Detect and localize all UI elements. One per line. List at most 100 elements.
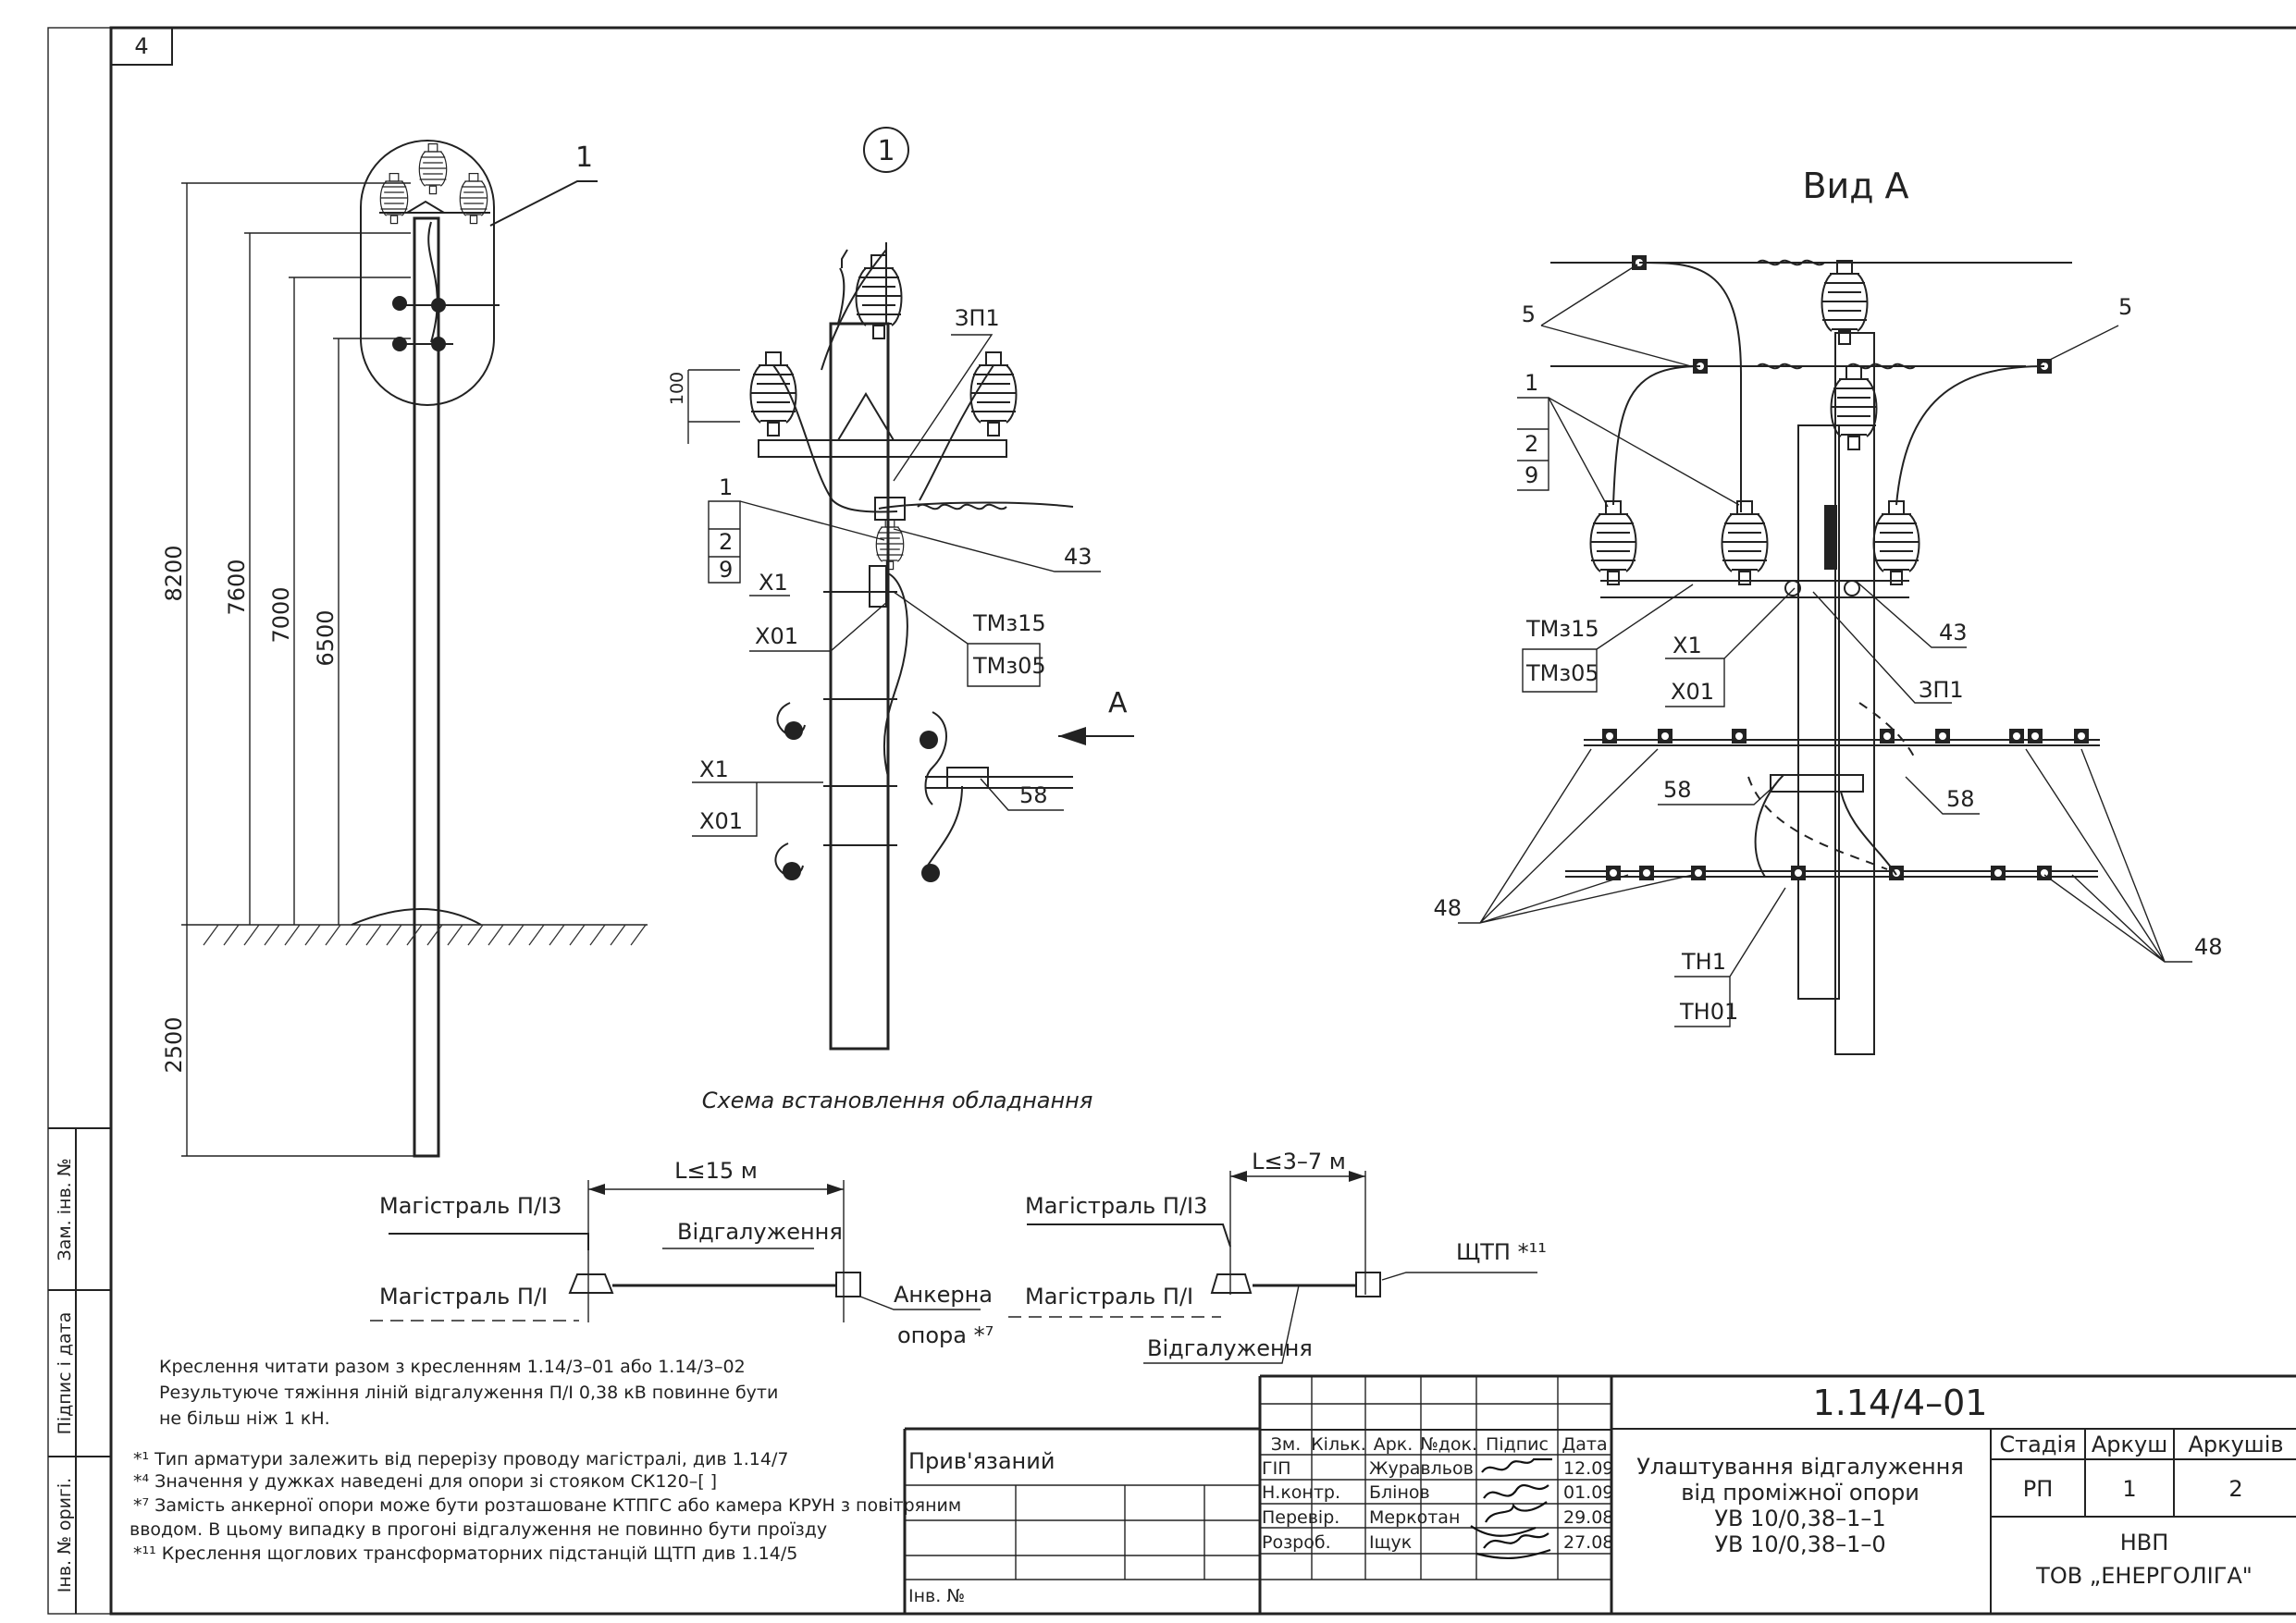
tb-header: Підпис bbox=[1486, 1434, 1549, 1455]
wire-clamp bbox=[1880, 729, 1895, 744]
privyazaniy-label: Прив'язаний bbox=[908, 1448, 1055, 1474]
signature bbox=[1483, 1483, 1549, 1499]
middle-equipment-view: 1 100 ЗП1 1 2 9 4 bbox=[667, 127, 1134, 1113]
wire-clamp bbox=[2009, 729, 2024, 744]
pole-shaft bbox=[413, 216, 440, 1158]
tb-role: Розроб. bbox=[1262, 1532, 1331, 1553]
scheme-right: L≤3–7 м Магістраль П/І3 Магістраль П/І Щ… bbox=[1008, 1149, 1547, 1364]
overhead-wires bbox=[1550, 262, 2072, 367]
tb-role: ГІП bbox=[1262, 1458, 1290, 1479]
label-2-right: 2 bbox=[1524, 431, 1538, 457]
ground-mound bbox=[351, 908, 482, 926]
label-43: 43 bbox=[1064, 544, 1092, 570]
scheme-right-branch: Відгалуження bbox=[1147, 1335, 1313, 1361]
wire-clamp bbox=[1602, 729, 1617, 744]
inv-no-label: Інв. № bbox=[908, 1586, 965, 1606]
ground-hatch bbox=[284, 924, 301, 946]
ground-hatch bbox=[549, 924, 565, 946]
left-pole-elevation: 1 8200 7600 7000 6500 2500 bbox=[161, 140, 648, 1158]
tb-name: Блінов bbox=[1369, 1482, 1430, 1503]
signature bbox=[1481, 1457, 1552, 1473]
leader-1 bbox=[489, 180, 598, 227]
crossarm-a bbox=[1600, 580, 1909, 598]
label-tm15: ТМз15 bbox=[972, 610, 1046, 636]
ground-hatch bbox=[467, 924, 484, 946]
org-line-2: ТОВ „ЕНЕРГОЛІГА" bbox=[2035, 1563, 2253, 1589]
label-x01-top: Х01 bbox=[755, 623, 798, 649]
label-tm05: ТМз05 bbox=[972, 653, 1046, 679]
stamp-zam: Зам. інв. № bbox=[55, 1159, 75, 1261]
wire-clamp bbox=[1791, 866, 1806, 880]
label-2: 2 bbox=[719, 529, 733, 555]
label-58: 58 bbox=[1019, 782, 1048, 808]
stage-header: Стадія bbox=[1999, 1432, 2076, 1457]
tb-header: №док. bbox=[1420, 1434, 1477, 1455]
sheets-value: 2 bbox=[2228, 1476, 2242, 1502]
scheme-right-length: L≤3–7 м bbox=[1252, 1149, 1346, 1174]
scheme-caption: Схема встановлення обладнання bbox=[702, 1088, 1093, 1113]
label-tm05-right: ТМз05 bbox=[1525, 660, 1599, 686]
footnote-line: *⁷ Замість анкерної опори може бути розт… bbox=[133, 1495, 961, 1516]
scheme-right-main-clamp bbox=[1210, 1273, 1253, 1294]
label-43-right: 43 bbox=[1939, 620, 1968, 646]
doc-title-line: від проміжної опори bbox=[1681, 1480, 1920, 1506]
wire-clamp bbox=[1935, 729, 1950, 744]
label-x01-bottom: Х01 bbox=[699, 808, 743, 834]
scheme-left-branch: Відгалуження bbox=[677, 1219, 843, 1245]
label-x1-right: Х1 bbox=[1673, 633, 1702, 658]
label-1: 1 bbox=[719, 474, 733, 500]
scheme-left-anchor-box bbox=[835, 1272, 861, 1297]
label-9: 9 bbox=[719, 557, 733, 583]
crossarm bbox=[758, 439, 1007, 458]
sheet-value: 1 bbox=[2122, 1476, 2136, 1502]
tb-role: Н.контр. bbox=[1262, 1482, 1340, 1503]
scheme-left-anchor: Анкерна bbox=[894, 1282, 993, 1308]
scheme-right-main1: Магістраль П/І bbox=[1025, 1284, 1193, 1309]
scheme-left-anchor-note: опора *⁷ bbox=[897, 1322, 994, 1348]
scheme-right-ktp-box bbox=[1355, 1272, 1381, 1297]
wire-clamp bbox=[1639, 866, 1654, 880]
view-a-title: Вид А bbox=[1802, 166, 1908, 206]
sheet-header: Аркуш bbox=[2092, 1432, 2167, 1457]
label-x1-top: Х1 bbox=[759, 570, 788, 596]
wire-clamp bbox=[2074, 729, 2089, 744]
corner-number: 4 bbox=[134, 33, 148, 59]
tb-role: Перевір. bbox=[1262, 1507, 1339, 1528]
footnote-line: *¹ Тип арматури залежить від перерізу пр… bbox=[133, 1449, 788, 1469]
label-1-right: 1 bbox=[1524, 370, 1538, 396]
dim-8200: 8200 bbox=[161, 545, 187, 601]
doc-title-line: Улаштування відгалуження bbox=[1636, 1454, 1964, 1480]
label-th01: ТН01 bbox=[1679, 999, 1738, 1025]
stamp-pidpys: Підпис і дата bbox=[55, 1312, 75, 1435]
ground-hatch bbox=[304, 924, 321, 946]
wire-clamp bbox=[1991, 866, 2006, 880]
notes: Креслення читати разом з кресленням 1.14… bbox=[130, 1357, 961, 1564]
ground-hatch bbox=[569, 924, 586, 946]
arrow-a-label: А bbox=[1108, 687, 1128, 719]
tb-date: 29.08 bbox=[1563, 1507, 1613, 1528]
tb-date: 01.09 bbox=[1563, 1482, 1613, 1503]
doc-title-line: УВ 10/0,38–1–1 bbox=[1714, 1506, 1885, 1531]
label-5-right: 5 bbox=[2118, 294, 2132, 320]
scheme-left-main1: Магістраль П/І bbox=[379, 1284, 548, 1309]
ground-hatch bbox=[589, 924, 606, 946]
view-a: Вид А 5 5 1 2 9 bbox=[1433, 166, 2223, 1055]
signature bbox=[1475, 1532, 1551, 1560]
ground-hatch bbox=[528, 924, 545, 946]
ground-hatch bbox=[345, 924, 362, 946]
dim-100: 100 bbox=[667, 372, 687, 405]
pole-label-1: 1 bbox=[575, 141, 593, 174]
inner-frame bbox=[109, 26, 2296, 1616]
wire-clamp bbox=[2028, 729, 2043, 744]
scheme-left-main13: Магістраль П/І3 bbox=[379, 1193, 562, 1219]
scheme-right-main13: Магістраль П/І3 bbox=[1025, 1193, 1207, 1219]
doc-code: 1.14/4–01 bbox=[1813, 1383, 1988, 1423]
wire-clamp bbox=[1691, 866, 1706, 880]
scheme-left: L≤15 м Магістраль П/І3 Магістраль П/І Ві… bbox=[370, 1158, 994, 1348]
callout-circle bbox=[863, 127, 909, 173]
ground-hatch bbox=[488, 924, 504, 946]
label-48-right: 48 bbox=[2194, 934, 2223, 960]
dim-2500: 2500 bbox=[161, 1016, 187, 1073]
footnote-line: *¹¹ Креслення щоглових трансформаторних … bbox=[133, 1543, 797, 1564]
label-5-left: 5 bbox=[1522, 301, 1536, 327]
